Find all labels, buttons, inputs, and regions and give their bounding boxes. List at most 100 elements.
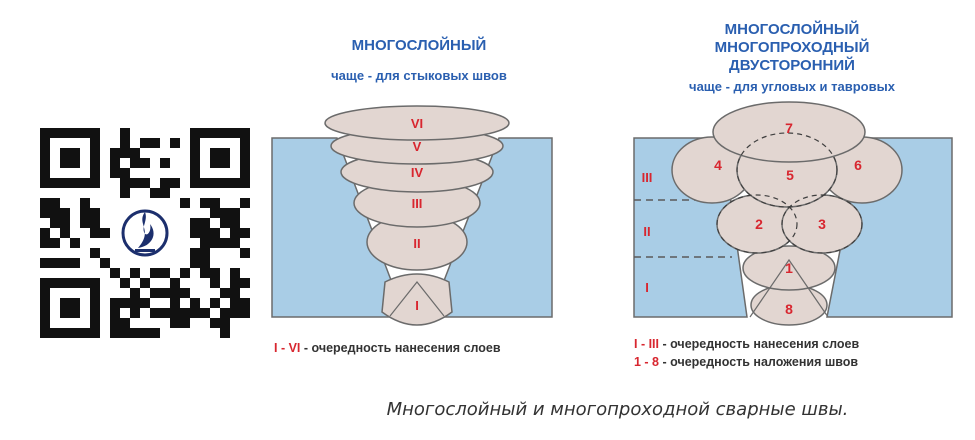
qr-module (150, 138, 160, 148)
qr-module (130, 158, 140, 168)
qr-module (150, 188, 160, 198)
qr-module (170, 288, 180, 298)
qr-module (230, 298, 240, 308)
qr-module (220, 238, 230, 248)
qr-module (80, 198, 90, 208)
right-title-line-3: ДВУСТОРОННИЙ (729, 56, 855, 74)
qr-module (80, 218, 90, 228)
qr-module (210, 198, 220, 208)
qr-module (160, 288, 170, 298)
right-title-line-2: МНОГОПРОХОДНЫЙ (715, 38, 870, 56)
qr-module (70, 238, 80, 248)
qr-code-icon (40, 128, 250, 338)
qr-module (120, 148, 130, 158)
qr-module (90, 228, 100, 238)
qr-module (170, 138, 180, 148)
qr-module (190, 258, 200, 268)
qr-module (210, 298, 220, 308)
qr-module (200, 308, 210, 318)
qr-module (230, 278, 240, 288)
qr-module (140, 298, 150, 308)
qr-module (120, 298, 130, 308)
qr-module (50, 208, 60, 218)
qr-module (130, 288, 140, 298)
qr-module (50, 218, 60, 228)
qr-module (180, 288, 190, 298)
qr-module (50, 238, 60, 248)
qr-module (220, 218, 230, 228)
qr-module (170, 298, 180, 308)
qr-module (130, 268, 140, 278)
qr-module (180, 268, 190, 278)
qr-module (160, 188, 170, 198)
qr-module (230, 308, 240, 318)
qr-module (50, 258, 60, 268)
qr-module (180, 308, 190, 318)
qr-module (200, 198, 210, 208)
right-pass-label-4: 4 (714, 157, 722, 173)
left-layer-label-2: II (413, 236, 420, 251)
qr-module (190, 298, 200, 308)
qr-module (210, 238, 220, 248)
qr-module (110, 328, 120, 338)
qr-module (130, 328, 140, 338)
right-pass-label-6: 6 (854, 157, 862, 173)
qr-module (110, 318, 120, 328)
qr-module (110, 268, 120, 278)
left-subtitle: чаще - для стыковых швов (331, 68, 507, 83)
qr-module (70, 258, 80, 268)
qr-module (110, 148, 120, 158)
qr-module (170, 308, 180, 318)
qr-module (90, 218, 100, 228)
qr-module (240, 228, 250, 238)
qr-module (120, 178, 130, 188)
qr-module (170, 318, 180, 328)
qr-module (150, 288, 160, 298)
qr-module (190, 228, 200, 238)
qr-module (80, 208, 90, 218)
right-layer-label-1: I (645, 280, 649, 295)
left-legend-range: I - VI (274, 341, 300, 355)
qr-module (230, 228, 240, 238)
svg-text:I - III - очередность нанесени: I - III - очередность нанесения слоев (634, 337, 859, 351)
right-pass-label-1: 1 (785, 260, 793, 276)
qr-module (210, 318, 220, 328)
flame-logo-icon (119, 207, 171, 259)
qr-module (130, 298, 140, 308)
qr-module (60, 218, 70, 228)
left-layer-label-1: I (415, 298, 419, 313)
qr-module (230, 218, 240, 228)
right-pass-label-7: 7 (785, 120, 793, 136)
left-diagram: МНОГОСЛОЙНЫЙ чаще - для стыковых швов II… (271, 36, 553, 355)
qr-module (130, 148, 140, 158)
qr-module (180, 198, 190, 208)
qr-module (140, 138, 150, 148)
qr-module (200, 228, 210, 238)
qr-module (120, 188, 130, 198)
qr-module (40, 198, 50, 208)
qr-module (210, 228, 220, 238)
left-legend-text: - очередность нанесения слоев (300, 341, 500, 355)
qr-module (240, 298, 250, 308)
qr-module (220, 308, 230, 318)
left-layer-label-4: IV (411, 165, 424, 180)
qr-module (40, 258, 50, 268)
right-legend-1-range: I - III (634, 337, 659, 351)
svg-text:1 - 8 - очередность наложения: 1 - 8 - очередность наложения швов (634, 355, 858, 369)
qr-module (200, 268, 210, 278)
qr-module (240, 308, 250, 318)
qr-module (140, 278, 150, 288)
svg-text:I - VI - очередность нанесения: I - VI - очередность нанесения слоев (274, 341, 501, 355)
qr-module (60, 228, 70, 238)
right-pass-label-5: 5 (786, 167, 794, 183)
right-legend-1-text: - очередность нанесения слоев (659, 337, 859, 351)
qr-module (110, 308, 120, 318)
qr-module (120, 328, 130, 338)
qr-module (150, 268, 160, 278)
qr-module (190, 248, 200, 258)
right-pass-label-8: 8 (785, 301, 793, 317)
qr-module (230, 208, 240, 218)
qr-module (90, 208, 100, 218)
left-title: МНОГОСЛОЙНЫЙ (352, 36, 487, 54)
qr-module (210, 268, 220, 278)
